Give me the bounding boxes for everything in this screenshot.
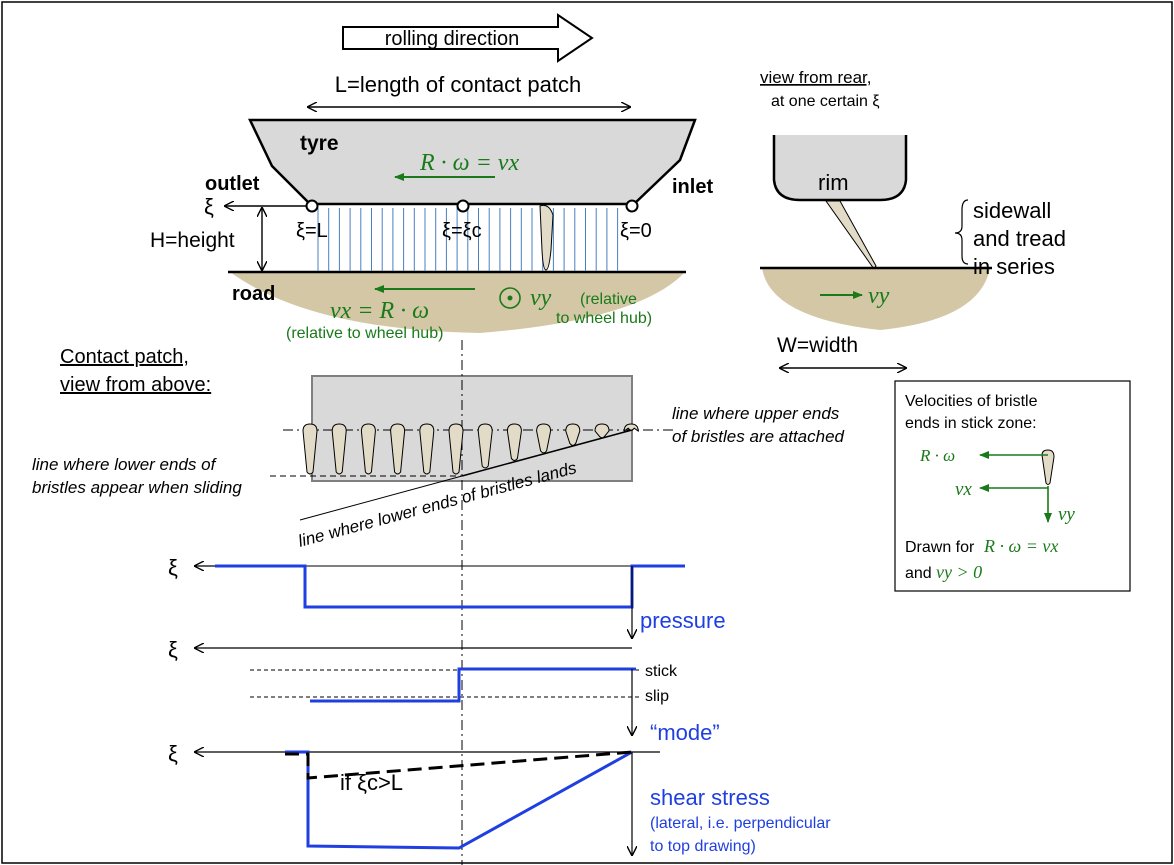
bristle-head bbox=[360, 423, 376, 475]
xi-0-point bbox=[625, 199, 639, 213]
relative-hub-label-2a: (relative bbox=[580, 291, 637, 308]
mode-label: “mode” bbox=[650, 720, 720, 745]
r-omega-eq-vx-label: R · ω = vx bbox=[419, 150, 519, 176]
rolling-direction-label: rolling direction bbox=[385, 28, 520, 50]
rim bbox=[772, 135, 908, 202]
bristle-head bbox=[448, 423, 464, 475]
legend-and: and bbox=[905, 565, 932, 582]
legend-drawn-for: Drawn for bbox=[905, 539, 975, 556]
sidewall-bristle bbox=[825, 200, 877, 270]
xi-axis-top-label: ξ bbox=[204, 194, 214, 219]
above-view-title-1: Contact patch, bbox=[60, 346, 189, 368]
xi-L-label: ξ=L bbox=[296, 220, 328, 242]
shear-curve-alt bbox=[285, 750, 633, 780]
legend-r-omega-label: R · ω bbox=[919, 446, 955, 465]
relative-hub-label-2b: to wheel hub) bbox=[556, 310, 652, 327]
upper-ends-label-1: line where upper ends bbox=[672, 404, 840, 423]
xi-shear-label: ξ bbox=[168, 741, 178, 766]
legend-box bbox=[894, 380, 1131, 592]
legend-title-1: Velocities of bristle bbox=[905, 393, 1038, 410]
xi-0-label: ξ=0 bbox=[620, 220, 652, 242]
lower-sliding-label-2: bristles appear when sliding bbox=[32, 478, 242, 497]
height-label: H=height bbox=[150, 229, 235, 252]
mode-curve bbox=[310, 667, 636, 703]
relative-hub-label-1: (relative to wheel hub) bbox=[286, 325, 443, 342]
pressure-label: pressure bbox=[640, 608, 726, 633]
lower-sliding-label-1: line where lower ends of bbox=[32, 455, 218, 474]
legend-vy-label: vy bbox=[1058, 504, 1075, 525]
shear-label: shear stress bbox=[650, 785, 770, 810]
rolling-direction-arrow: rolling direction bbox=[342, 13, 594, 63]
vx-eq-r-omega-label: vx = R · ω bbox=[330, 298, 429, 324]
bristle-head bbox=[477, 423, 493, 469]
rim-label: rim bbox=[818, 170, 849, 195]
rear-view-subtitle: at one certain ξ bbox=[771, 93, 880, 110]
xi-L-point bbox=[305, 199, 319, 213]
sidewall-label-2: and tread bbox=[973, 226, 1066, 251]
shear-note-2: to top drawing) bbox=[650, 838, 756, 855]
legend-and-eq: vy > 0 bbox=[936, 562, 982, 582]
bristle-head bbox=[331, 423, 347, 475]
tyre-label: tyre bbox=[300, 132, 339, 155]
xi-c-label: ξ=ξc bbox=[442, 220, 482, 242]
sidewall-label-3: in series bbox=[973, 254, 1055, 279]
road-label: road bbox=[232, 283, 275, 305]
shear-note-1: (lateral, i.e. perpendicular bbox=[650, 815, 831, 832]
legend-drawn-for-eq: R · ω = vx bbox=[983, 536, 1058, 556]
stick-label: stick bbox=[645, 663, 678, 680]
legend-vx-label: vx bbox=[955, 479, 972, 500]
sidewall-brace bbox=[954, 199, 969, 265]
vy-top-label: vy bbox=[530, 285, 552, 311]
bristle-head bbox=[390, 423, 406, 475]
upper-ends-label-2: of bristles are attached bbox=[672, 427, 845, 446]
bristle-heads bbox=[302, 423, 639, 475]
legend-bristle bbox=[1041, 449, 1055, 485]
bristle-head bbox=[419, 423, 435, 475]
vy-out-of-plane-dot bbox=[507, 295, 513, 301]
if-xic-label: if ξc>L bbox=[340, 770, 403, 795]
legend-title-2: ends in stick zone: bbox=[905, 415, 1037, 432]
bristle-head bbox=[623, 423, 639, 432]
rear-vy-label: vy bbox=[868, 283, 890, 309]
sidewall-label-1: sidewall bbox=[973, 198, 1051, 223]
bristle-head bbox=[565, 423, 581, 446]
bristle-head bbox=[594, 423, 610, 439]
xi-pressure-label: ξ bbox=[168, 555, 178, 580]
pressure-curve bbox=[215, 564, 685, 609]
vy-out-of-plane-symbol bbox=[499, 287, 521, 309]
bristle-lines bbox=[317, 208, 619, 271]
bristle-head bbox=[506, 423, 522, 461]
bristle-head bbox=[302, 423, 318, 475]
xi-mode-label: ξ bbox=[168, 637, 178, 662]
xi-c-point bbox=[456, 199, 470, 213]
width-label: W=width bbox=[777, 334, 858, 357]
slip-label: slip bbox=[645, 688, 669, 705]
deflected-bristle bbox=[539, 204, 554, 271]
inlet-label: inlet bbox=[672, 176, 713, 198]
lower-ends-lands-line-ext bbox=[299, 475, 463, 521]
bristle-head bbox=[536, 423, 552, 454]
contact-length-label: L=length of contact patch bbox=[335, 72, 581, 97]
rear-road bbox=[762, 268, 990, 330]
above-view-title-2: view from above: bbox=[60, 374, 211, 396]
rear-view-title: view from rear, bbox=[760, 68, 871, 87]
contact-patch-rect bbox=[311, 375, 633, 482]
outlet-label: outlet bbox=[205, 173, 260, 195]
road-surface bbox=[230, 272, 685, 333]
shear-curve bbox=[285, 750, 633, 850]
